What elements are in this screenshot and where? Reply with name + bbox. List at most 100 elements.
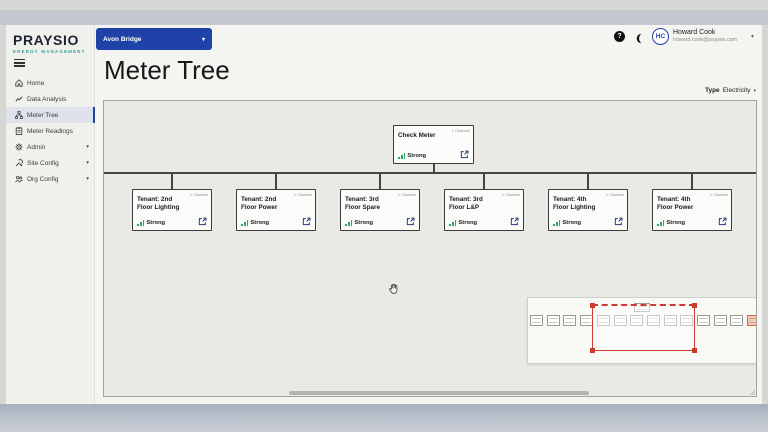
channel-count: 1 Channel: [709, 192, 728, 197]
channel-count: 1 Channel: [605, 192, 624, 197]
user-menu[interactable]: Howard Cook howard.cook@praysio.com: [673, 29, 737, 43]
node-title: Tenant: 3rd Floor Spare: [345, 196, 380, 211]
open-meter-icon[interactable]: [198, 217, 207, 226]
node-title: Tenant: 2nd Floor Lighting: [137, 196, 180, 211]
minimap-viewport[interactable]: [590, 303, 697, 353]
signal-label: Strong: [458, 220, 478, 226]
tree-connector: [379, 172, 381, 189]
brand-logo: PRAYSIO ENERGY MANAGEMENT: [6, 25, 94, 54]
chart-icon: [14, 95, 23, 104]
brand-tagline: ENERGY MANAGEMENT: [13, 49, 86, 54]
minimap-node: [546, 315, 560, 326]
chevron-down-icon: ▾: [86, 144, 89, 150]
tree-icon: [14, 111, 23, 120]
minimap-node: [697, 315, 710, 326]
site-selector-label: Avon Bridge: [103, 35, 142, 43]
channel-count: 1 Channel: [189, 192, 208, 197]
signal-strength-icon: [657, 219, 665, 226]
type-filter-value[interactable]: Electricity: [722, 87, 751, 94]
sidebar-item-label: Home: [27, 79, 45, 87]
minimap[interactable]: [527, 297, 756, 364]
signal-label: Strong: [250, 220, 270, 226]
sidebar-item-data-analysis[interactable]: Data Analysis: [6, 91, 95, 107]
node-title: Tenant: 4th Floor Lighting: [553, 196, 596, 211]
viewport-handle[interactable]: [590, 303, 595, 308]
open-meter-icon[interactable]: [510, 217, 519, 226]
chevron-down-icon: ▾: [86, 160, 89, 166]
sidebar-item-site-config[interactable]: Site Config ▾: [6, 155, 95, 171]
chevron-down-icon[interactable]: ▾: [753, 87, 756, 94]
signal-strength-icon: [241, 219, 249, 226]
user-email: howard.cook@praysio.com: [673, 37, 737, 43]
help-icon[interactable]: ?: [614, 31, 625, 42]
sidebar-item-admin[interactable]: Admin ▾: [6, 139, 95, 155]
tree-connector: [587, 172, 589, 189]
minimap-node: [563, 315, 577, 326]
tree-connector: [171, 172, 173, 189]
open-meter-icon[interactable]: [718, 217, 727, 226]
sidebar-item-label: Meter Tree: [27, 111, 59, 119]
chevron-down-icon[interactable]: ▾: [751, 34, 755, 40]
tree-connector: [104, 172, 756, 174]
page-title: Meter Tree: [104, 55, 230, 85]
signal-label: Strong: [666, 220, 686, 226]
signal-strength-icon: [449, 219, 457, 226]
tree-connector: [483, 172, 485, 189]
channel-count: 1 Channel: [451, 128, 470, 133]
open-meter-icon[interactable]: [460, 150, 469, 159]
sidebar-item-home[interactable]: Home: [6, 75, 95, 91]
sidebar-item-meter-tree[interactable]: Meter Tree: [6, 107, 95, 123]
avatar-initials: HC: [655, 33, 666, 40]
clipboard-icon: [14, 127, 23, 136]
node-title: Tenant: 3rd Floor L&P: [449, 196, 483, 211]
minimap-node: [596, 315, 610, 326]
signal-strength-icon: [345, 219, 353, 226]
sidebar-item-label: Site Config: [27, 159, 59, 167]
site-selector-button[interactable]: Avon Bridge ▾: [96, 28, 212, 50]
viewport-handle[interactable]: [590, 348, 595, 353]
grab-cursor: [389, 283, 398, 294]
minimap-node: [646, 315, 660, 326]
people-icon: [14, 175, 23, 184]
minimap-node: [530, 315, 543, 326]
home-icon: [14, 79, 23, 88]
type-filter: Type Electricity ▾: [705, 87, 756, 94]
signal-label: Strong: [354, 220, 374, 226]
window-chrome-band: [0, 10, 768, 25]
minimap-node: [663, 315, 677, 326]
tree-connector: [691, 172, 693, 189]
channel-count: 1 Channel: [293, 192, 312, 197]
resize-handle-icon: [749, 389, 755, 395]
minimap-node: [613, 315, 627, 326]
signal-label: Strong: [146, 220, 166, 226]
app-window: PRAYSIO ENERGY MANAGEMENT Home Data Anal…: [6, 25, 762, 404]
dark-mode-icon[interactable]: [634, 31, 645, 44]
menu-icon[interactable]: [14, 59, 25, 67]
avatar[interactable]: HC: [652, 28, 669, 45]
sidebar-nav: Home Data Analysis Meter Tree Meter Read…: [6, 75, 95, 187]
viewport-handle[interactable]: [692, 303, 697, 308]
open-meter-icon[interactable]: [614, 217, 623, 226]
channel-count: 1 Channel: [397, 192, 416, 197]
open-meter-icon[interactable]: [302, 217, 311, 226]
sidebar-item-meter-readings[interactable]: Meter Readings: [6, 123, 95, 139]
minimap-root-node: [634, 303, 650, 312]
sidebar-item-label: Meter Readings: [27, 127, 73, 135]
brand-name: PRAYSIO: [13, 32, 79, 48]
sidebar-item-label: Org Config: [27, 175, 59, 183]
horizontal-scrollbar[interactable]: [289, 391, 589, 395]
sidebar-item-org-config[interactable]: Org Config ▾: [6, 171, 95, 187]
channel-count: 1 Channel: [501, 192, 520, 197]
open-meter-icon[interactable]: [406, 217, 415, 226]
viewport-handle[interactable]: [692, 348, 697, 353]
tree-node-root[interactable]: 1 Channel Check Meter Strong: [393, 125, 474, 164]
chevron-down-icon: ▾: [201, 36, 205, 43]
minimap-node: [630, 315, 644, 326]
